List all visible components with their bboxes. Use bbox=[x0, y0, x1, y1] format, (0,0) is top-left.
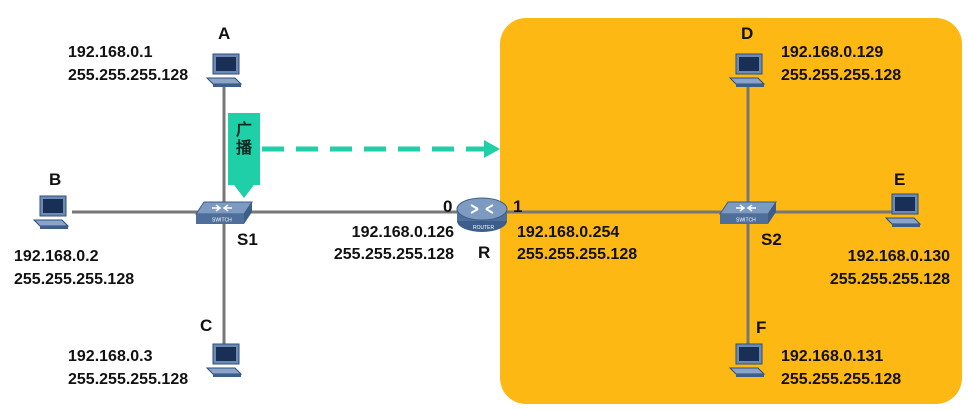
router-interface-1: 1 bbox=[513, 197, 523, 216]
router-if0-ip: 192.168.0.126 bbox=[351, 224, 454, 241]
host-b-ip: 192.168.0.2 bbox=[14, 248, 99, 265]
host-c-computer-icon bbox=[205, 342, 243, 380]
router-if1-ip: 192.168.0.254 bbox=[517, 224, 620, 241]
switch-s2-icon: SWITCH bbox=[718, 200, 778, 231]
router-if1-mask: 255.255.255.128 bbox=[517, 246, 638, 263]
broadcast-label: 广播 bbox=[235, 122, 252, 157]
host-e-name: E bbox=[894, 170, 906, 189]
host-a-computer-icon bbox=[205, 52, 243, 90]
host-c-mask: 255.255.255.128 bbox=[68, 371, 189, 388]
router-interface-0: 0 bbox=[443, 197, 453, 216]
host-e-ip: 192.168.0.130 bbox=[847, 248, 950, 265]
host-a-mask: 255.255.255.128 bbox=[68, 67, 189, 84]
switch-s1-name: S1 bbox=[237, 230, 258, 249]
router-name: R bbox=[478, 243, 491, 262]
router-icon: ROUTER bbox=[455, 195, 509, 240]
host-f-mask: 255.255.255.128 bbox=[781, 371, 902, 388]
host-d-mask: 255.255.255.128 bbox=[781, 67, 902, 84]
host-e-mask: 255.255.255.128 bbox=[829, 271, 950, 288]
switch-s1-device-text: SWITCH bbox=[212, 218, 232, 224]
broadcast-down-arrow-head bbox=[234, 185, 254, 198]
host-c-ip: 192.168.0.3 bbox=[68, 348, 153, 365]
host-c-name: C bbox=[200, 316, 213, 335]
host-b-computer-icon bbox=[32, 194, 70, 232]
host-b-mask: 255.255.255.128 bbox=[14, 271, 135, 288]
host-d-name: D bbox=[741, 24, 754, 43]
broadcast-arrow-head bbox=[484, 140, 500, 158]
host-d-computer-icon bbox=[728, 52, 766, 90]
host-f-computer-icon bbox=[728, 342, 766, 380]
broadcast-box bbox=[228, 113, 260, 185]
router-if0-mask: 255.255.255.128 bbox=[333, 246, 454, 263]
host-f-ip: 192.168.0.131 bbox=[781, 348, 884, 365]
switch-s2-name: S2 bbox=[761, 230, 782, 249]
router-device-text: ROUTER bbox=[473, 225, 495, 231]
host-a-ip: 192.168.0.1 bbox=[68, 44, 153, 61]
host-f-name: F bbox=[756, 318, 767, 337]
host-b-name: B bbox=[49, 170, 62, 189]
switch-s1-icon: SWITCH bbox=[194, 200, 254, 231]
host-a-name: A bbox=[218, 24, 231, 43]
host-e-computer-icon bbox=[884, 192, 922, 230]
host-d-ip: 192.168.0.129 bbox=[781, 44, 884, 61]
switch-s2-device-text: SWITCH bbox=[736, 218, 756, 224]
